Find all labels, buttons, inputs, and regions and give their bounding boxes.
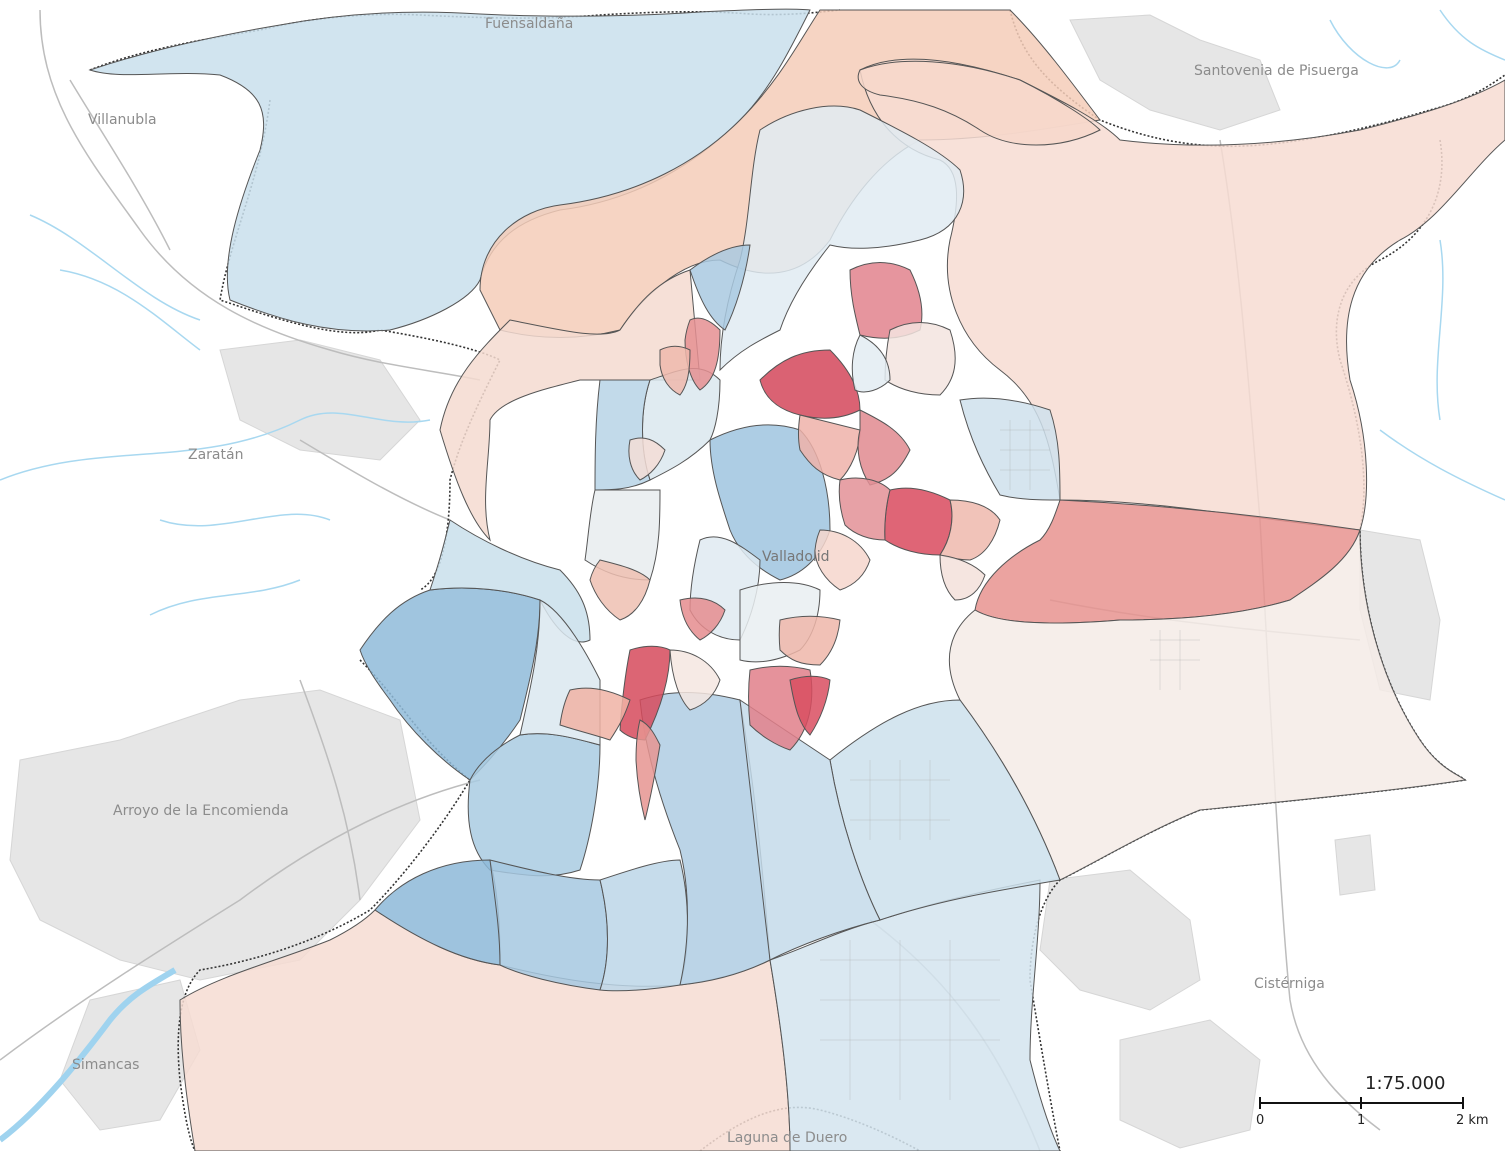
urban-zaratan — [219, 339, 421, 461]
district-swc-mid-red-15[interactable] — [635, 719, 661, 821]
road-northwest-2 — [69, 79, 171, 251]
district-sc-light-red-21[interactable] — [778, 615, 841, 666]
district-northeast-salmon[interactable] — [859, 58, 1505, 531]
road-a62 — [39, 9, 481, 381]
river-west-3 — [149, 579, 301, 616]
river-east-2 — [1436, 239, 1444, 421]
label-santovenia: Santovenia de Pisuerga — [1194, 63, 1359, 79]
river-north-1 — [29, 214, 201, 321]
urban-santovenia — [1069, 14, 1281, 131]
river-west-1 — [0, 412, 431, 481]
urban-areas — [9, 14, 1441, 1149]
label-simancas: Simancas — [72, 1057, 139, 1073]
district-ec-mid-red-8[interactable] — [838, 477, 891, 541]
label-valladolid: Valladolid — [762, 549, 830, 565]
river-north-2 — [59, 269, 201, 351]
road-west — [299, 439, 451, 521]
district-swc-light-red-14[interactable] — [559, 687, 631, 741]
label-cisterniga: Cistérniga — [1254, 976, 1325, 992]
river-west-2 — [159, 513, 331, 527]
river-northeast — [1329, 19, 1401, 69]
district-swc-pale-16[interactable] — [669, 649, 721, 711]
river-pisuerga-south — [0, 967, 177, 1143]
scale-label-1: 1 — [1357, 1113, 1365, 1128]
district-nc-pale-5[interactable] — [884, 322, 956, 396]
scale-label-2: 2 km — [1456, 1113, 1489, 1128]
district-s-light-blue-5[interactable] — [739, 698, 881, 961]
district-sc-strong-red-20[interactable] — [789, 675, 831, 736]
district-nw-pale-24[interactable] — [628, 437, 666, 481]
label-villanubla: Villanubla — [88, 112, 157, 128]
district-ec-pale-red-12[interactable] — [814, 529, 871, 591]
choropleth-districts[interactable] — [88, 8, 1505, 1151]
scale-bar: 1:75.000 0 1 2 km — [1256, 1073, 1489, 1128]
street-grid-lines — [820, 420, 1200, 1100]
urban-east-small — [1334, 834, 1376, 896]
scale-label-0: 0 — [1256, 1113, 1264, 1128]
district-swc-light-red-17[interactable] — [589, 559, 651, 621]
district-ec-strong-red-7[interactable] — [884, 487, 953, 556]
district-nw-mid-red-22[interactable] — [684, 317, 721, 391]
street-grid — [820, 420, 1200, 1100]
label-zaratan: Zaratán — [188, 447, 243, 463]
district-swc-mid-red-18[interactable] — [679, 597, 726, 641]
river-top — [1439, 9, 1505, 61]
district-north-mid-blue-8[interactable] — [689, 244, 751, 331]
urban-cisterniga — [1039, 869, 1201, 1011]
place-labels: Fuensaldaña Santovenia de Pisuerga Villa… — [72, 16, 1359, 1146]
scale-ratio: 1:75.000 — [1365, 1073, 1446, 1094]
label-laguna: Laguna de Duero — [727, 1130, 847, 1146]
rivers — [0, 9, 1505, 616]
label-arroyo: Arroyo de la Encomienda — [113, 803, 289, 819]
district-nw-light-red-23[interactable] — [659, 345, 691, 396]
district-nc-pale-blue-6[interactable] — [851, 334, 891, 393]
district-nc-mid-red-4[interactable] — [857, 409, 911, 486]
district-center-blue-1[interactable] — [709, 424, 831, 581]
district-ec-light-red-9[interactable] — [939, 499, 1001, 561]
district-north-salmon-loop[interactable] — [857, 60, 1101, 146]
river-east-1 — [1379, 429, 1505, 501]
urban-southeast — [1119, 1019, 1261, 1149]
district-sw-light-blue-3[interactable] — [599, 859, 688, 992]
label-fuensaldana: Fuensaldaña — [485, 16, 573, 32]
district-ec-pale-10[interactable] — [939, 554, 986, 601]
road-south — [299, 679, 361, 901]
road-southwest — [0, 779, 481, 1061]
